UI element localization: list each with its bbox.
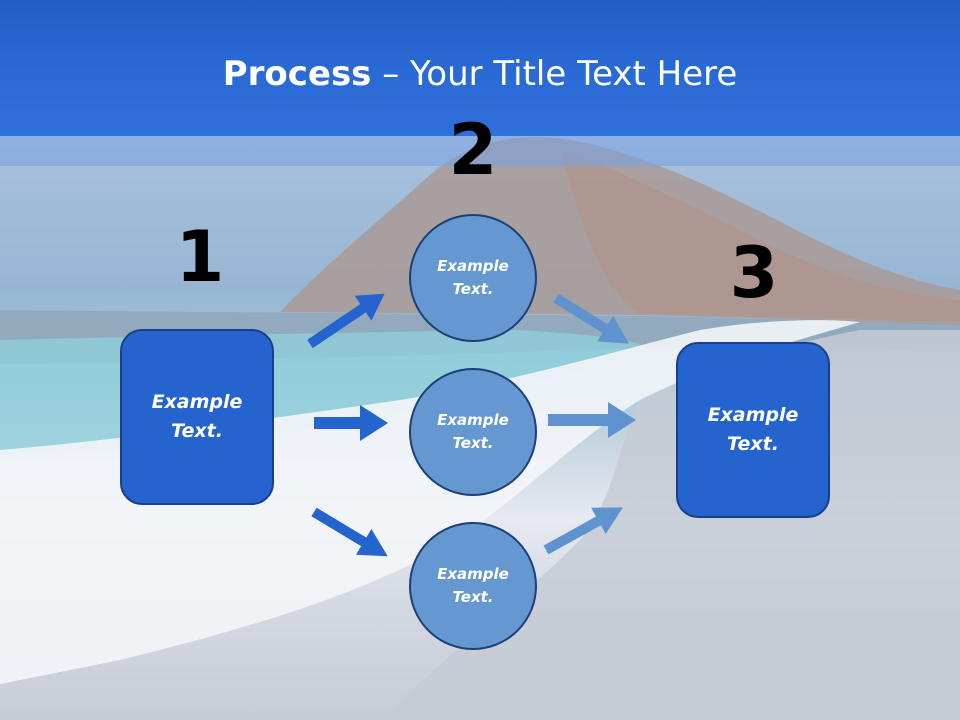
middle-circle-text: Example Text. — [437, 411, 509, 452]
arrow-top-circle-to-right-box — [553, 293, 629, 344]
title-rest: – Your Title Text Here — [371, 54, 738, 94]
arrow-middle-circle-to-right-box — [548, 402, 636, 438]
left-box-text: Example Text. — [151, 391, 243, 442]
arrow-bottom-circle-to-right-box — [543, 507, 623, 555]
step-number-3: 3 — [729, 232, 779, 314]
arrow-to-bottom-circle — [311, 507, 388, 557]
top-circle: Example Text. — [409, 214, 537, 342]
right-box-text: Example Text. — [707, 404, 799, 455]
arrow-to-top-circle — [307, 293, 385, 349]
bottom-circle-text: Example Text. — [437, 565, 509, 606]
title-bold: Process — [222, 54, 372, 94]
arrow-to-middle-circle — [314, 405, 388, 441]
step-number-1: 1 — [175, 216, 225, 298]
title-bar-band — [0, 136, 960, 166]
step-number-2: 2 — [448, 109, 498, 191]
left-process-box: Example Text. — [120, 329, 274, 505]
top-circle-text: Example Text. — [437, 257, 509, 298]
bottom-circle: Example Text. — [409, 522, 537, 650]
title-bar — [0, 0, 960, 136]
slide-title: Process – Your Title Text Here — [0, 52, 960, 96]
middle-circle: Example Text. — [409, 368, 537, 496]
right-process-box: Example Text. — [676, 342, 830, 518]
